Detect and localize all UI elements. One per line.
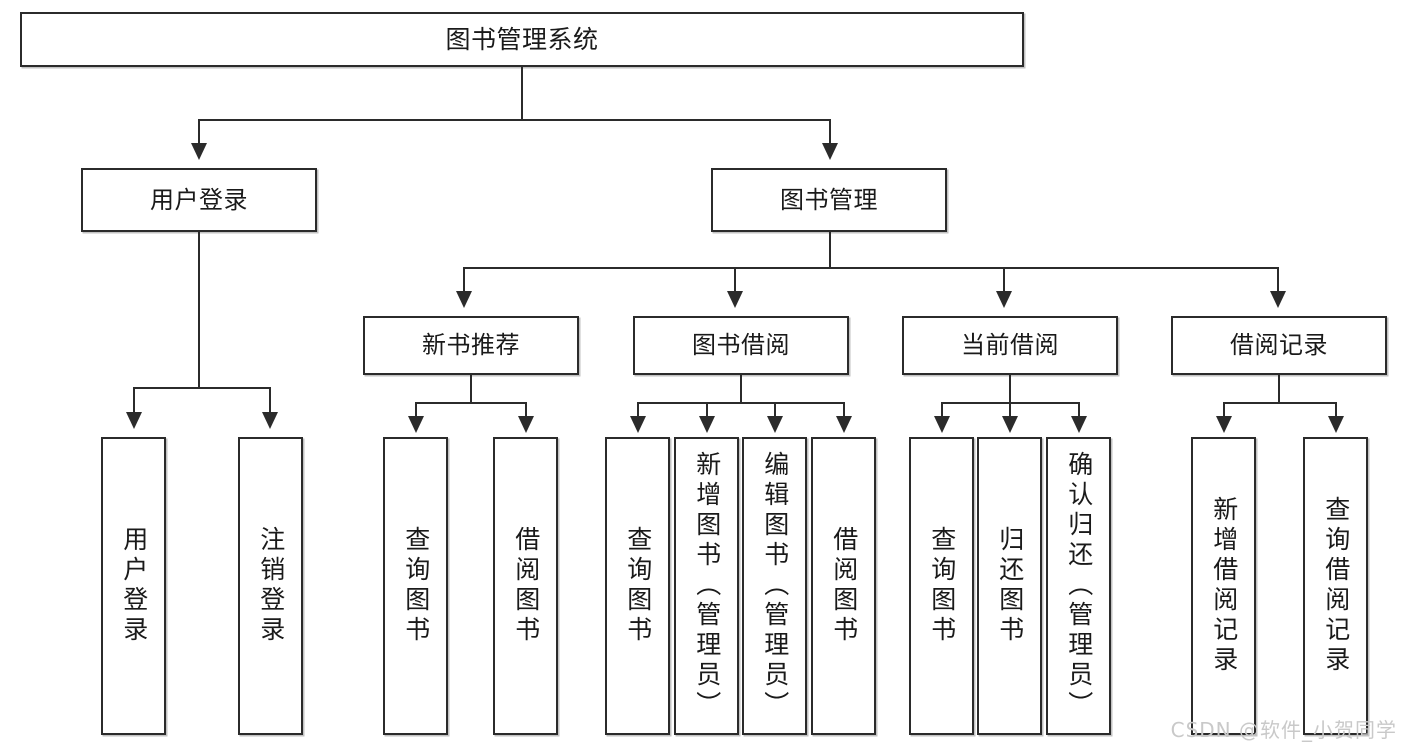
arrowhead-book-borrow <box>727 291 743 308</box>
connector-bookmgmt-stem <box>829 232 831 268</box>
leaf-add-book-admin[interactable]: 新增图书（管理员） <box>674 437 739 735</box>
connector-userlogin-bus <box>133 387 271 389</box>
arrowhead-leaf-add-book <box>699 416 715 433</box>
arrowhead-leaf-borrow-book-1 <box>518 416 534 433</box>
watermark: CSDN @软件_小贺同学 <box>1170 718 1397 742</box>
node-label: 查询图书 <box>927 526 957 646</box>
node-label: 新增图书（管理员） <box>692 451 722 721</box>
node-label: 编辑图书（管理员） <box>760 451 790 721</box>
node-label: 查询图书 <box>401 526 431 646</box>
arrowhead-leaf-borrow-book-2 <box>836 416 852 433</box>
leaf-query-book-current[interactable]: 查询图书 <box>909 437 974 735</box>
connector-bookborrow-drop-4 <box>843 402 845 416</box>
leaf-query-borrow-record[interactable]: 查询借阅记录 <box>1303 437 1368 735</box>
connector-bookborrow-stem <box>740 375 742 403</box>
leaf-user-login[interactable]: 用户登录 <box>101 437 166 735</box>
connector-bookborrow-drop-1 <box>637 402 639 416</box>
arrowhead-leaf-confirm-return <box>1071 416 1087 433</box>
connector-newbook-bus <box>415 402 525 404</box>
node-label: 图书管理 <box>780 185 878 214</box>
connector-root-drop-2 <box>829 119 831 143</box>
node-label: 查询借阅记录 <box>1321 496 1351 676</box>
arrowhead-leaf-query-book-3 <box>934 416 950 433</box>
leaf-add-borrow-record[interactable]: 新增借阅记录 <box>1191 437 1256 735</box>
connector-newbook-stem <box>470 375 472 403</box>
connector-bookborrow-bus <box>637 402 843 404</box>
node-new-book-recommend[interactable]: 新书推荐 <box>363 316 579 375</box>
node-label: 图书管理系统 <box>445 24 599 54</box>
connector-newbook-drop-2 <box>525 402 527 416</box>
leaf-borrow-book-newbook[interactable]: 借阅图书 <box>493 437 558 735</box>
connector-currentborrow-drop-1 <box>941 402 943 416</box>
leaf-confirm-return-admin[interactable]: 确认归还（管理员） <box>1046 437 1111 735</box>
arrowhead-borrow-record <box>1270 291 1286 308</box>
connector-newbook-drop-1 <box>415 402 417 416</box>
connector-userlogin-drop-1 <box>133 387 135 412</box>
connector-currentborrow-drop-3 <box>1078 402 1080 416</box>
connector-userlogin-drop-2 <box>269 387 271 412</box>
leaf-query-book-newbook[interactable]: 查询图书 <box>383 437 448 735</box>
node-label: 新书推荐 <box>422 331 520 360</box>
connector-bookmgmt-drop-3 <box>1003 267 1005 291</box>
arrowhead-leaf-user-login <box>126 412 142 429</box>
node-label: 借阅记录 <box>1230 331 1328 360</box>
arrowhead-leaf-query-record <box>1328 416 1344 433</box>
connector-bookmgmt-drop-2 <box>734 267 736 291</box>
connector-bookmgmt-drop-1 <box>463 267 465 291</box>
connector-currentborrow-stem <box>1009 375 1011 403</box>
node-label: 借阅图书 <box>829 526 859 646</box>
leaf-query-book-borrow[interactable]: 查询图书 <box>605 437 670 735</box>
arrowhead-current-borrow <box>996 291 1012 308</box>
node-label: 用户登录 <box>119 526 149 646</box>
arrowhead-leaf-add-record <box>1216 416 1232 433</box>
node-root-system[interactable]: 图书管理系统 <box>20 12 1024 67</box>
connector-root-stem <box>521 67 523 120</box>
node-user-login[interactable]: 用户登录 <box>81 168 317 232</box>
node-label: 归还图书 <box>995 526 1025 646</box>
arrowhead-leaf-edit-book <box>767 416 783 433</box>
node-label: 新增借阅记录 <box>1209 496 1239 676</box>
arrowhead-leaf-logout <box>262 412 278 429</box>
leaf-return-book[interactable]: 归还图书 <box>977 437 1042 735</box>
leaf-edit-book-admin[interactable]: 编辑图书（管理员） <box>742 437 807 735</box>
node-label: 确认归还（管理员） <box>1064 451 1094 721</box>
connector-bookmgmt-drop-4 <box>1277 267 1279 291</box>
connector-bookborrow-drop-2 <box>706 402 708 416</box>
arrowhead-new-book <box>456 291 472 308</box>
connector-borrowrecord-drop-2 <box>1335 402 1337 416</box>
connector-userlogin-stem <box>198 232 200 388</box>
node-label: 查询图书 <box>623 526 653 646</box>
connector-currentborrow-drop-2 <box>1009 402 1011 416</box>
arrowhead-user-login <box>191 143 207 160</box>
arrowhead-leaf-return-book <box>1002 416 1018 433</box>
connector-borrowrecord-bus <box>1223 402 1335 404</box>
connector-borrowrecord-stem <box>1278 375 1280 403</box>
node-current-borrow[interactable]: 当前借阅 <box>902 316 1118 375</box>
connector-root-bus <box>198 119 831 121</box>
leaf-logout[interactable]: 注销登录 <box>238 437 303 735</box>
connector-bookmgmt-bus <box>463 267 1279 269</box>
node-borrow-record[interactable]: 借阅记录 <box>1171 316 1387 375</box>
node-label: 注销登录 <box>256 526 286 646</box>
arrowhead-book-manage <box>822 143 838 160</box>
arrowhead-leaf-query-book-1 <box>408 416 424 433</box>
connector-bookborrow-drop-3 <box>774 402 776 416</box>
node-label: 用户登录 <box>150 185 248 214</box>
connector-borrowrecord-drop-1 <box>1223 402 1225 416</box>
node-label: 图书借阅 <box>692 331 790 360</box>
node-label: 借阅图书 <box>511 526 541 646</box>
connector-root-drop-1 <box>198 119 200 143</box>
arrowhead-leaf-query-book-2 <box>630 416 646 433</box>
node-label: 当前借阅 <box>961 331 1059 360</box>
leaf-borrow-book[interactable]: 借阅图书 <box>811 437 876 735</box>
node-book-management[interactable]: 图书管理 <box>711 168 947 232</box>
node-book-borrow[interactable]: 图书借阅 <box>633 316 849 375</box>
